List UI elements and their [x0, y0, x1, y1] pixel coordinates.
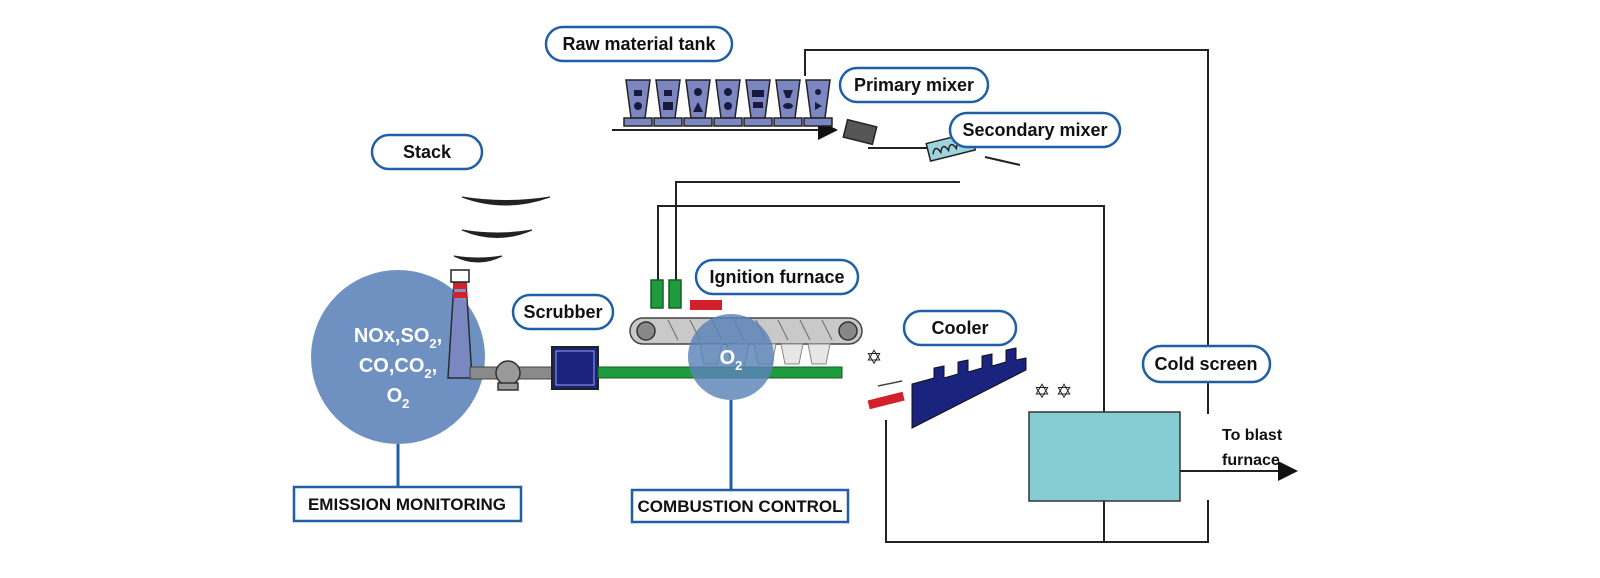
label-emission-monitoring: EMISSION MONITORING [292, 485, 523, 523]
ignition-burner [668, 279, 682, 309]
return-line-top [804, 49, 1209, 414]
ignition-hood [690, 300, 722, 310]
svg-text:EMISSION MONITORING: EMISSION MONITORING [308, 495, 506, 514]
ignition-burner [650, 279, 664, 309]
svg-text:Cold screen: Cold screen [1154, 354, 1257, 374]
mixer-out-line [984, 156, 1021, 166]
label-cooler: Cooler [902, 309, 1018, 347]
label-scrubber: Scrubber [511, 293, 615, 331]
label-ignition-furnace: Ignition furnace [694, 258, 860, 296]
label-cold-screen: Cold screen [1141, 344, 1272, 384]
hopper [623, 79, 653, 127]
svg-text:Ignition furnace: Ignition furnace [710, 267, 845, 287]
svg-text:Primary mixer: Primary mixer [854, 75, 974, 95]
label-raw-material-tank: Raw material tank [544, 25, 734, 63]
return-to-burner-line [657, 205, 1105, 414]
scrubber-inner [555, 350, 595, 386]
stack-chimney [447, 269, 473, 379]
combustion-gas-text: O2 [720, 347, 743, 373]
svg-text:Cooler: Cooler [931, 318, 988, 338]
cooled-sinter-icon: ✡ [1034, 381, 1051, 403]
svg-text:Secondary mixer: Secondary mixer [962, 120, 1107, 140]
bottom-loop-line [885, 420, 1209, 543]
emission-gases-line-1: NOx,SO2, [354, 325, 442, 351]
hopper [653, 79, 683, 127]
emission-gas-list: NOx,SO2, CO,CO2, O2 [354, 325, 442, 411]
crusher [867, 380, 905, 410]
svg-text:Scrubber: Scrubber [523, 302, 602, 322]
emission-monitoring-circle [311, 270, 485, 444]
hopper [683, 79, 713, 127]
svg-text:Raw material tank: Raw material tank [562, 34, 716, 54]
hopper [743, 79, 773, 127]
cold-screen-unit [1028, 411, 1181, 502]
svg-text:Stack: Stack [403, 142, 452, 162]
hopper [773, 79, 803, 127]
label-secondary-mixer: Secondary mixer [948, 111, 1122, 149]
hopper [803, 79, 833, 127]
emission-gases-line-3: O2 [387, 385, 410, 411]
fan [495, 360, 521, 391]
cooler-unit [911, 347, 1027, 429]
to-blast-furnace-label-line-2: furnace [1222, 452, 1280, 469]
combustion-control-circle [688, 314, 774, 400]
primary-mixer-drum [842, 118, 878, 146]
label-primary-mixer: Primary mixer [838, 66, 990, 104]
label-stack: Stack [370, 133, 484, 171]
scrubber-unit [551, 346, 599, 390]
emission-gases-line-2: CO,CO2, [359, 355, 437, 381]
raw-material-hoppers [623, 79, 833, 127]
label-combustion-control: COMBUSTION CONTROL [630, 488, 850, 524]
cooled-sinter-icon: ✡ [1056, 381, 1073, 403]
to-blast-furnace-label-line-1: To blast [1222, 427, 1283, 444]
svg-text:COMBUSTION CONTROL: COMBUSTION CONTROL [638, 497, 843, 516]
process-lines [612, 49, 1298, 543]
hot-sinter-icon: ✡ [866, 347, 883, 369]
feed-to-burner-line [675, 181, 960, 282]
smoke-plumes [453, 196, 551, 263]
hopper [713, 79, 743, 127]
